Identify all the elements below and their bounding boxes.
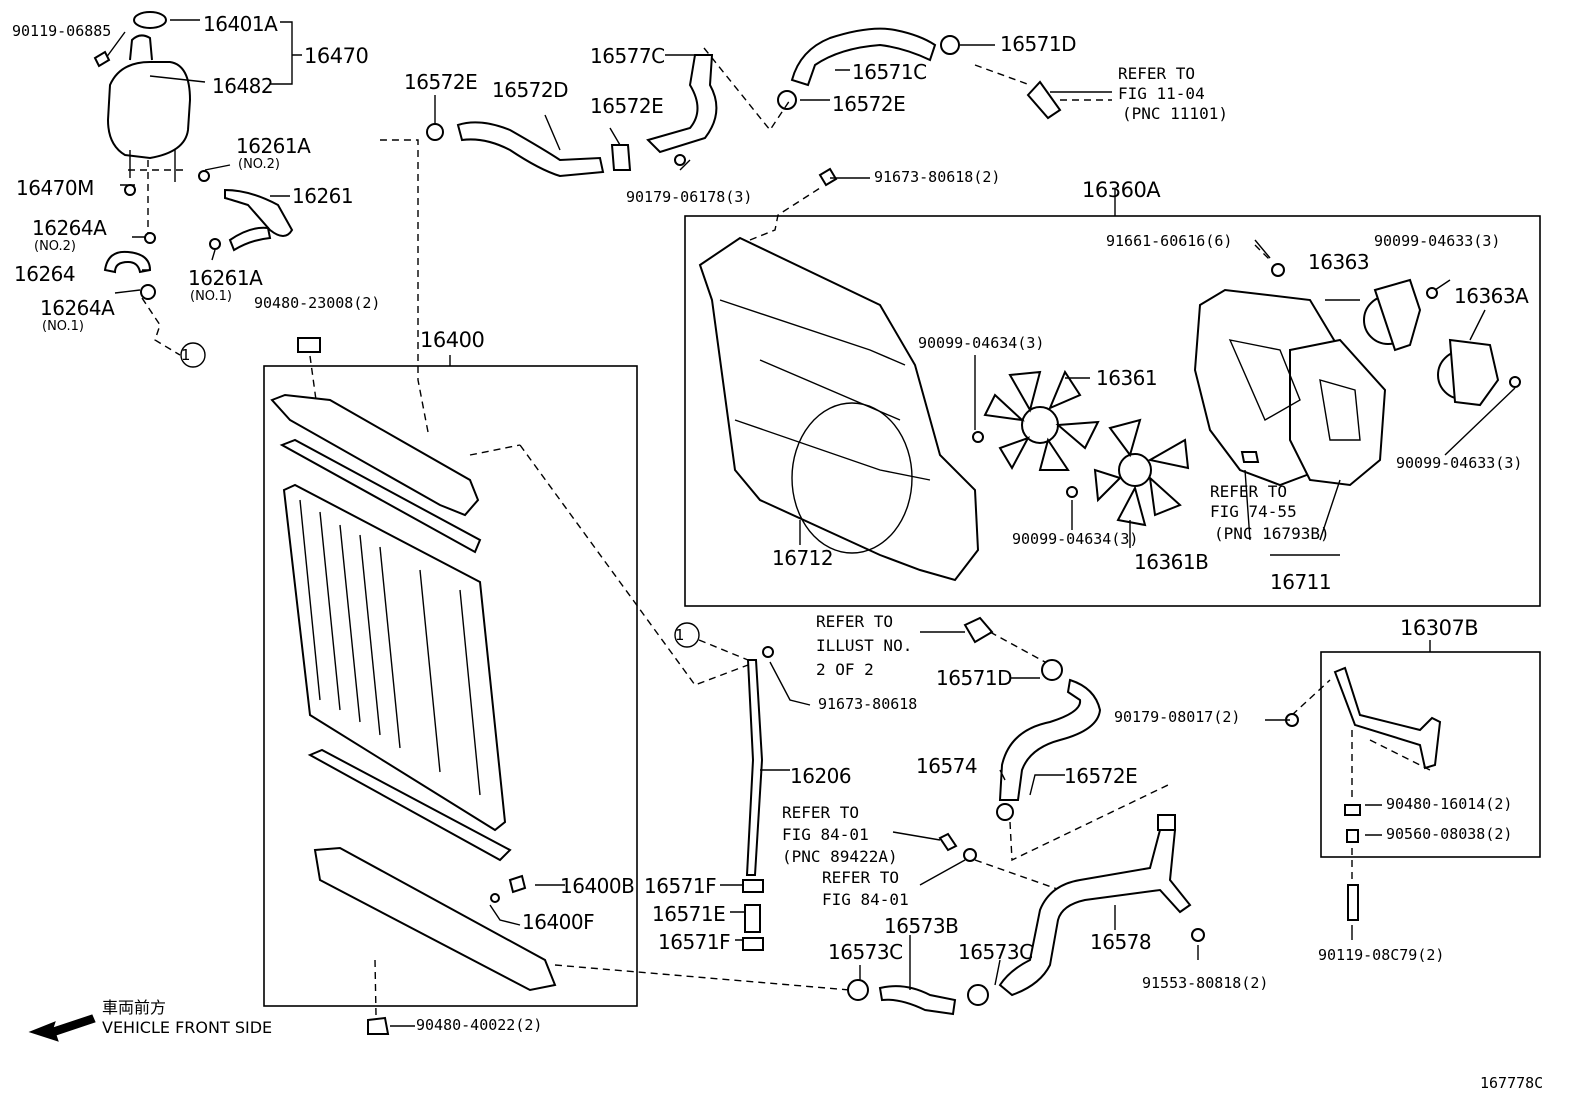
callout-circle-1-bottom xyxy=(674,622,700,648)
label-90179-08017: 90179-08017(2) xyxy=(1114,708,1241,726)
catalog-code: 167778C xyxy=(1480,1074,1544,1092)
ref-illust-line2: ILLUST NO. xyxy=(816,636,913,655)
ref-fig-84-01-line2: FIG 84-01 xyxy=(782,825,869,844)
label-16400: 16400 xyxy=(420,328,485,352)
label-16572D: 16572D xyxy=(492,78,569,102)
label-16571F-a: 16571F xyxy=(644,874,717,898)
label-90099-04634-a: 90099-04634(3) xyxy=(918,334,1045,352)
label-16572E-b: 16572E xyxy=(590,94,664,118)
label-16482: 16482 xyxy=(212,74,274,98)
label-90560-08038: 90560-08038(2) xyxy=(1386,825,1513,843)
ref-fig-84-01b-line1: REFER TO xyxy=(822,868,900,887)
label-16261A-no1: 16261A xyxy=(188,266,263,290)
label-90119-06885: 90119-06885 xyxy=(12,22,112,40)
label-16363A: 16363A xyxy=(1454,284,1529,308)
motor-shroud-drawing xyxy=(1193,288,1387,487)
label-16572E-a: 16572E xyxy=(404,70,478,94)
label-16361B: 16361B xyxy=(1134,550,1209,574)
radiator-drawing xyxy=(270,393,557,992)
label-16264A-no2-note: (NO.2) xyxy=(34,239,76,254)
label-16264: 16264 xyxy=(14,262,76,286)
label-16573B: 16573B xyxy=(884,914,959,938)
motor-16363A-drawing xyxy=(1437,338,1500,407)
label-91553-80818: 91553-80818(2) xyxy=(1142,974,1269,992)
label-16261A-no1-note: (NO.1) xyxy=(190,289,232,304)
label-16264A-no1-note: (NO.1) xyxy=(42,319,84,334)
callout-marker-1-bottom: 1 xyxy=(675,626,685,644)
fan-shroud-drawing xyxy=(698,236,980,582)
label-16261A-no2-note: (NO.2) xyxy=(238,157,280,172)
label-16573C-b: 16573C xyxy=(958,940,1033,964)
label-16574: 16574 xyxy=(916,754,978,778)
label-90480-23008: 90480-23008(2) xyxy=(254,294,381,312)
label-16401A: 16401A xyxy=(203,12,278,36)
label-16571F-b: 16571F xyxy=(658,930,731,954)
label-16264A-no2: 16264A xyxy=(32,216,107,240)
label-16360A: 16360A xyxy=(1082,178,1161,202)
label-16571D-a: 16571D xyxy=(1000,32,1077,56)
ref-illust-line1: REFER TO xyxy=(816,612,894,631)
label-16261: 16261 xyxy=(292,184,354,208)
label-16264A-no1: 16264A xyxy=(40,296,115,320)
label-91673-80618: 91673-80618 xyxy=(818,695,918,713)
label-90099-04633-b: 90099-04633(3) xyxy=(1396,454,1523,472)
label-90099-04633-a: 90099-04633(3) xyxy=(1374,232,1501,250)
label-90480-16014: 90480-16014(2) xyxy=(1386,795,1513,813)
ref-fig-84-01-line1: REFER TO xyxy=(782,803,860,822)
label-16261A-no2: 16261A xyxy=(236,134,311,158)
ref-illust-line3: 2 OF 2 xyxy=(816,660,874,679)
ref-fig-74-55-line1: REFER TO xyxy=(1210,482,1288,501)
label-16470: 16470 xyxy=(304,44,369,68)
label-16578: 16578 xyxy=(1090,930,1152,954)
label-16571C: 16571C xyxy=(852,60,927,84)
label-16711: 16711 xyxy=(1270,570,1332,594)
label-16206: 16206 xyxy=(790,764,852,788)
label-91661-60616: 91661-60616(6) xyxy=(1106,232,1233,250)
fan-shroud-assembly-box xyxy=(684,215,1541,607)
label-16572E-c: 16572E xyxy=(832,92,906,116)
callout-circle-1-top xyxy=(180,342,206,368)
label-16572E-d: 16572E xyxy=(1064,764,1138,788)
label-90179-06178: 90179-06178(3) xyxy=(626,188,753,206)
reservoir-tank-drawing xyxy=(106,11,192,240)
label-16712: 16712 xyxy=(772,546,834,570)
ref-fig-74-55-line2: FIG 74-55 xyxy=(1210,502,1297,521)
label-16307B: 16307B xyxy=(1400,616,1479,640)
label-16361: 16361 xyxy=(1096,366,1158,390)
ref-fig-84-01-line3: (PNC 89422A) xyxy=(782,847,898,866)
label-16573C-a: 16573C xyxy=(828,940,903,964)
label-16571E: 16571E xyxy=(652,902,726,926)
vehicle-front-label-jp: 車両前方 xyxy=(102,998,167,1017)
ref-fig-11-04-line3: (PNC 11101) xyxy=(1122,104,1228,123)
label-16577C: 16577C xyxy=(590,44,665,68)
motor-16363-drawing xyxy=(1363,278,1422,352)
label-90480-40022: 90480-40022(2) xyxy=(416,1016,543,1034)
label-16400B: 16400B xyxy=(560,874,635,898)
ref-fig-11-04-line1: REFER TO xyxy=(1118,64,1196,83)
fan-16361B-drawing xyxy=(1093,418,1190,527)
label-16571D-b: 16571D xyxy=(936,666,1013,690)
label-16470M: 16470M xyxy=(16,176,94,200)
label-16363: 16363 xyxy=(1308,250,1370,274)
ref-fig-11-04-line2: FIG 11-04 xyxy=(1118,84,1205,103)
vehicle-front-label-en: VEHICLE FRONT SIDE xyxy=(102,1018,273,1037)
label-91673-80618-2: 91673-80618(2) xyxy=(874,168,1001,186)
ref-fig-74-55-line3: (PNC 16793B) xyxy=(1214,524,1330,543)
label-16400F: 16400F xyxy=(522,910,595,934)
vehicle-front-arrow-icon xyxy=(28,1014,96,1042)
callout-marker-1-top: 1 xyxy=(181,346,191,364)
ref-fig-84-01b-line2: FIG 84-01 xyxy=(822,890,909,909)
label-90099-04634-b: 90099-04634(3) xyxy=(1012,530,1139,548)
fan-16361-drawing xyxy=(983,369,1100,471)
label-90119-08C79: 90119-08C79(2) xyxy=(1318,946,1445,964)
